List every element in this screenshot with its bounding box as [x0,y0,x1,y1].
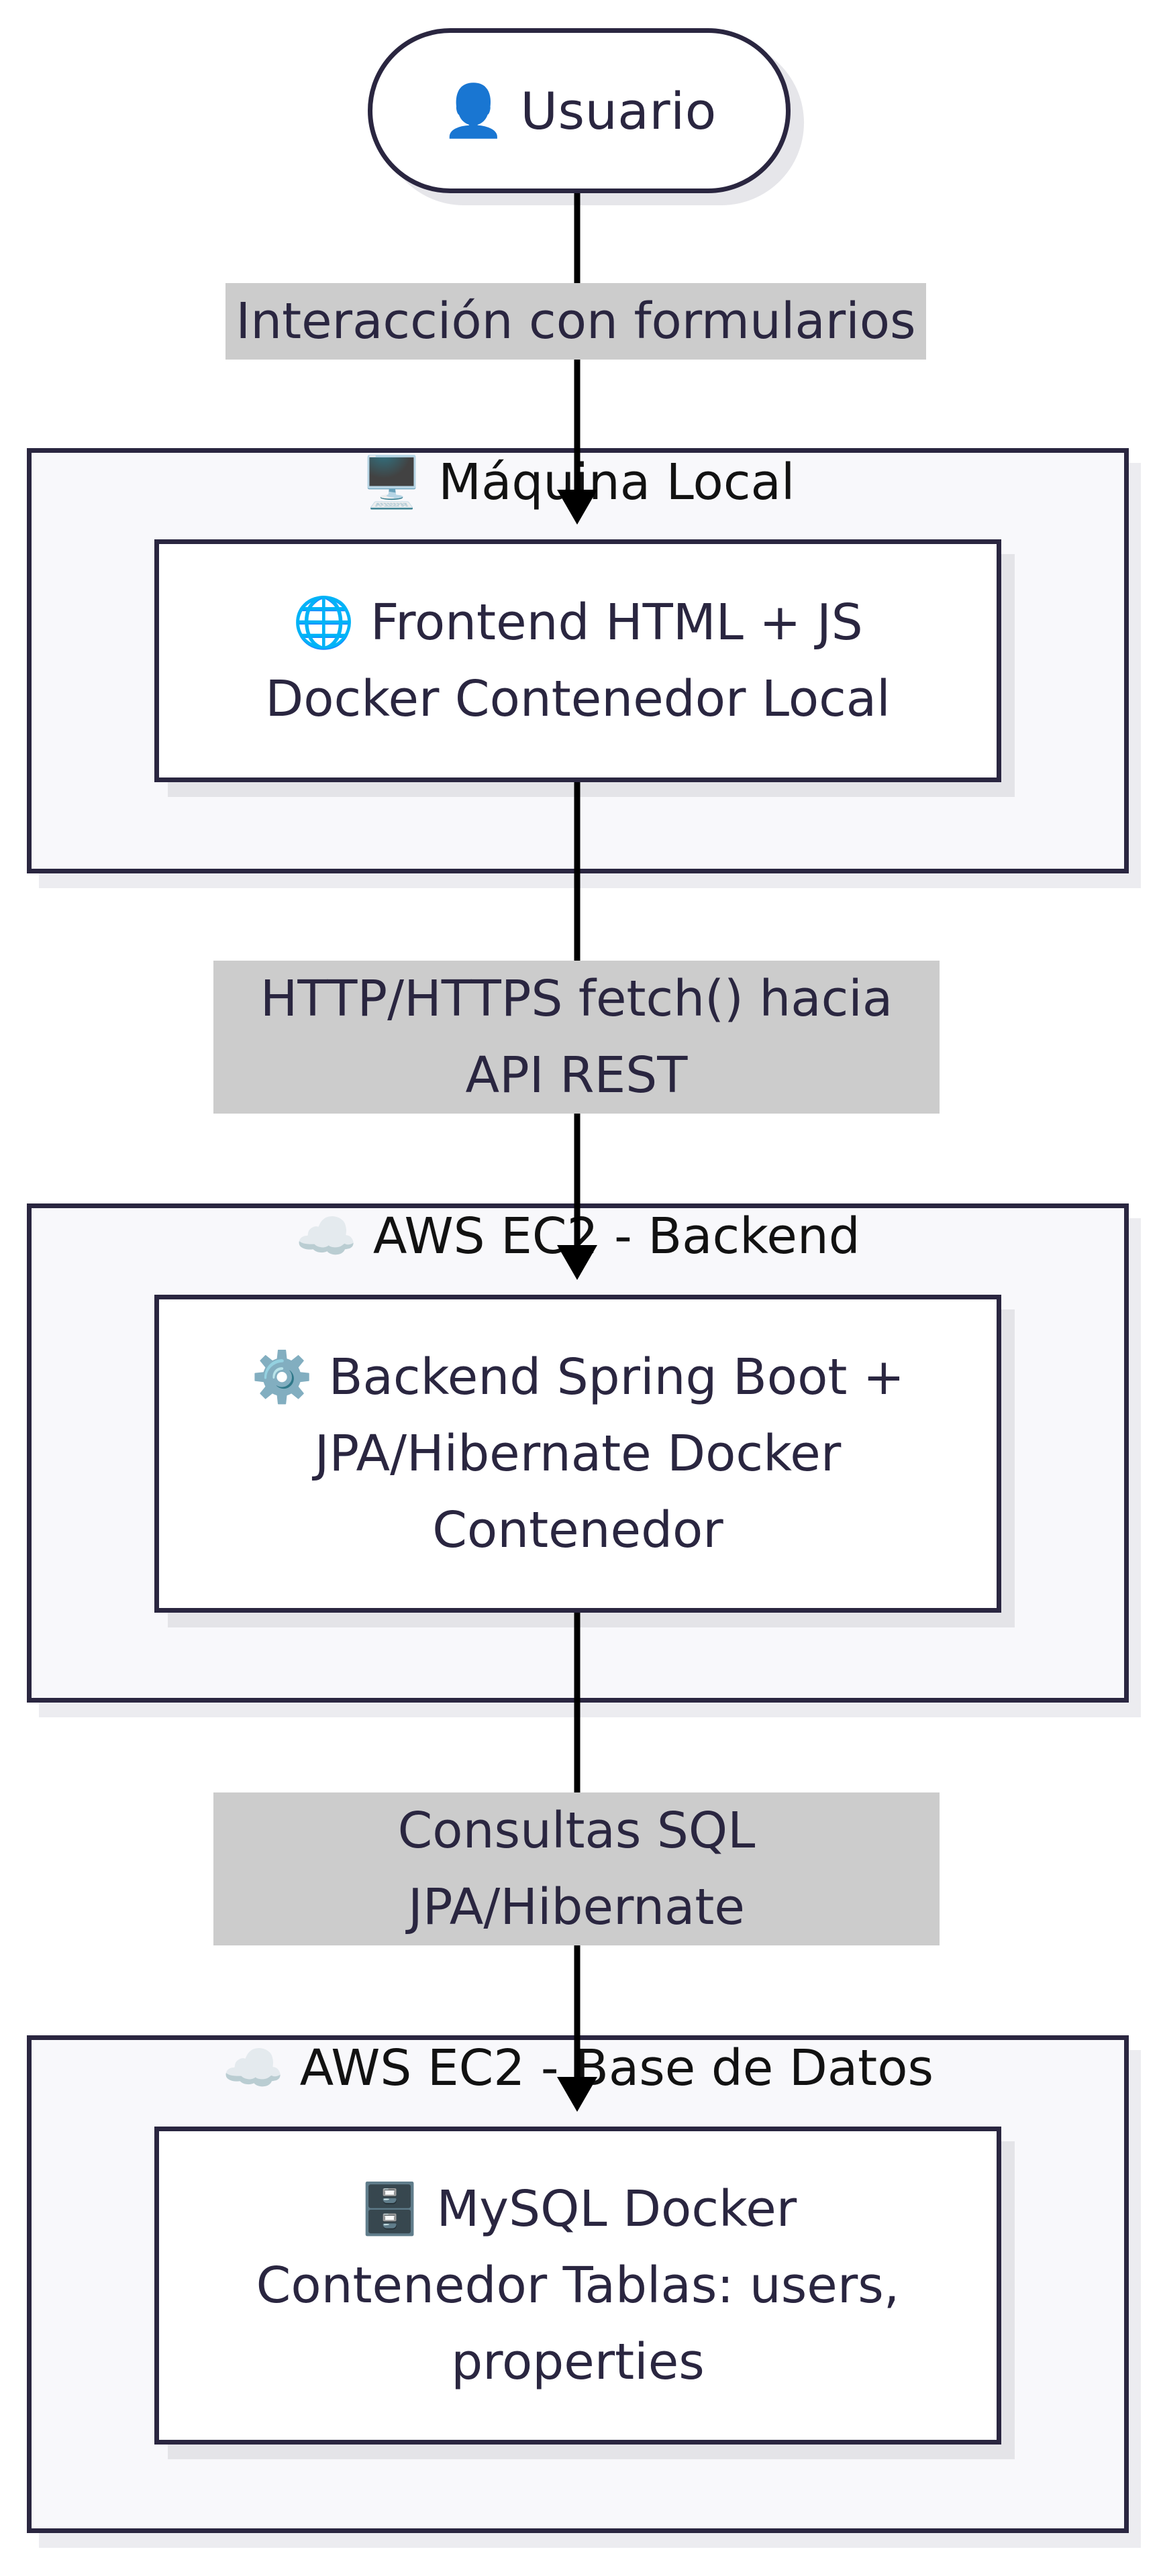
node-frontend-line2: Docker Contenedor Local [265,670,891,728]
node-backend-line1: ⚙️ Backend Spring Boot + [251,1348,905,1406]
node-frontend: 🌐 Frontend HTML + JS Docker Contenedor L… [154,539,1001,782]
edge-label-text: JPA/Hibernate [408,1878,745,1936]
start-node-label: Usuario [520,80,717,141]
arrowhead-icon [557,1245,597,1280]
edge-label-text: Consultas SQL [397,1802,756,1860]
node-frontend-line1: 🌐 Frontend HTML + JS [293,594,863,651]
node-mysql-line2: Contenedor Tablas: users, [256,2257,900,2314]
edge-label-text: API REST [465,1046,688,1104]
edge-label-text: Interacción con formularios [236,292,916,350]
node-backend-line2: JPA/Hibernate Docker [314,1425,842,1483]
node-backend: ⚙️ Backend Spring Boot + JPA/Hibernate D… [154,1295,1001,1613]
arrowhead-icon [557,490,597,525]
node-mysql: 🗄️ MySQL Docker Contenedor Tablas: users… [154,2127,1001,2445]
user-icon: 👤 [442,80,506,140]
edge-label-http: HTTP/HTTPS fetch() hacia API REST [213,961,940,1114]
node-mysql-line1: 🗄️ MySQL Docker [358,2180,797,2238]
node-backend-line3: Contenedor [432,1501,723,1559]
start-node-usuario: 👤 Usuario [368,28,791,193]
node-mysql-line3: properties [451,2333,705,2391]
edge-label-text: HTTP/HTTPS fetch() hacia [260,970,893,1028]
edge-label-sql: Consultas SQL JPA/Hibernate [213,1792,940,1945]
edge-label-interaccion: Interacción con formularios [225,283,926,360]
arrowhead-icon [557,2077,597,2112]
